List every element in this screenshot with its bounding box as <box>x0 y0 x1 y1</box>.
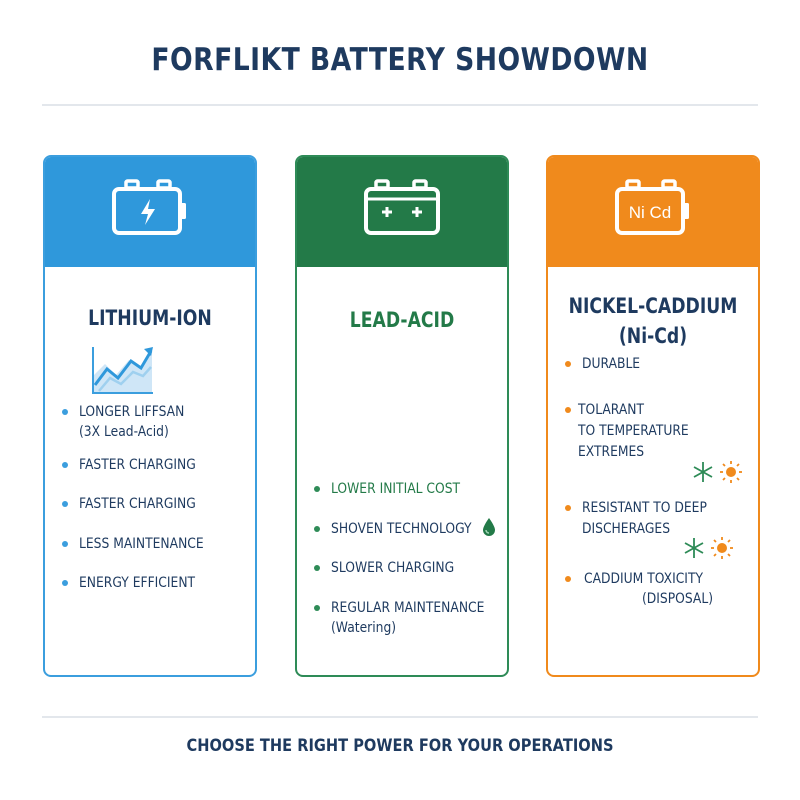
water-drop-icon <box>483 518 495 536</box>
nickel-cadmium-title: NICKEL-CADDIUM (Ni-Cd) <box>568 294 738 348</box>
snowflake-sun-icons <box>693 461 742 483</box>
bullet-dot <box>62 501 68 507</box>
bullet-dot <box>565 505 571 511</box>
growth-chart-icon <box>92 347 153 394</box>
battery-nicd-icon: Ni Cd <box>615 179 689 235</box>
bullet-dot <box>565 361 571 367</box>
bullet-dot <box>314 605 320 611</box>
lead-acid-card: LEAD-ACID LOWER INITIAL COST SHOVEN TECH… <box>295 155 509 677</box>
lead-acid-header <box>297 157 507 267</box>
lithium-ion-header <box>45 157 255 267</box>
lithium-ion-card: LITHIUM-ION LONGER LIFFSAN (3X Lead-Acid… <box>43 155 257 677</box>
bullet-dot <box>314 565 320 571</box>
nickel-cadmium-header: Ni Cd <box>548 157 758 267</box>
footer-tagline: CHOOSE THE RIGHT POWER FOR YOUR OPERATIO… <box>186 736 614 756</box>
sun-icon <box>711 537 733 559</box>
top-divider <box>42 104 758 106</box>
bullet-dot <box>62 409 68 415</box>
bullet-dot <box>62 462 68 468</box>
sun-icon <box>720 461 742 483</box>
battery-lightning-icon <box>112 179 186 235</box>
lithium-ion-title: LITHIUM-ION <box>88 306 212 330</box>
page-title: FORFLIKT BATTERY SHOWDOWN <box>151 42 649 78</box>
bullet-dot <box>62 580 68 586</box>
bullet-dot <box>565 576 571 582</box>
nickel-cadmium-card: Ni Cd NICKEL-CADDIUM (Ni-Cd) DURABLE TOL… <box>546 155 760 677</box>
battery-plus-plus-icon <box>364 179 440 235</box>
snowflake-icon <box>693 462 713 482</box>
snowflake-icon <box>684 538 704 558</box>
bullet-dot <box>565 407 571 413</box>
snowflake-sun-icons <box>684 537 733 559</box>
nicd-icon-label: Ni Cd <box>629 203 672 222</box>
bullet-dot <box>314 486 320 492</box>
bullet-dot <box>62 541 68 547</box>
bullet-dot <box>314 526 320 532</box>
lead-acid-title: LEAD-ACID <box>349 308 455 332</box>
bottom-divider <box>42 716 758 718</box>
